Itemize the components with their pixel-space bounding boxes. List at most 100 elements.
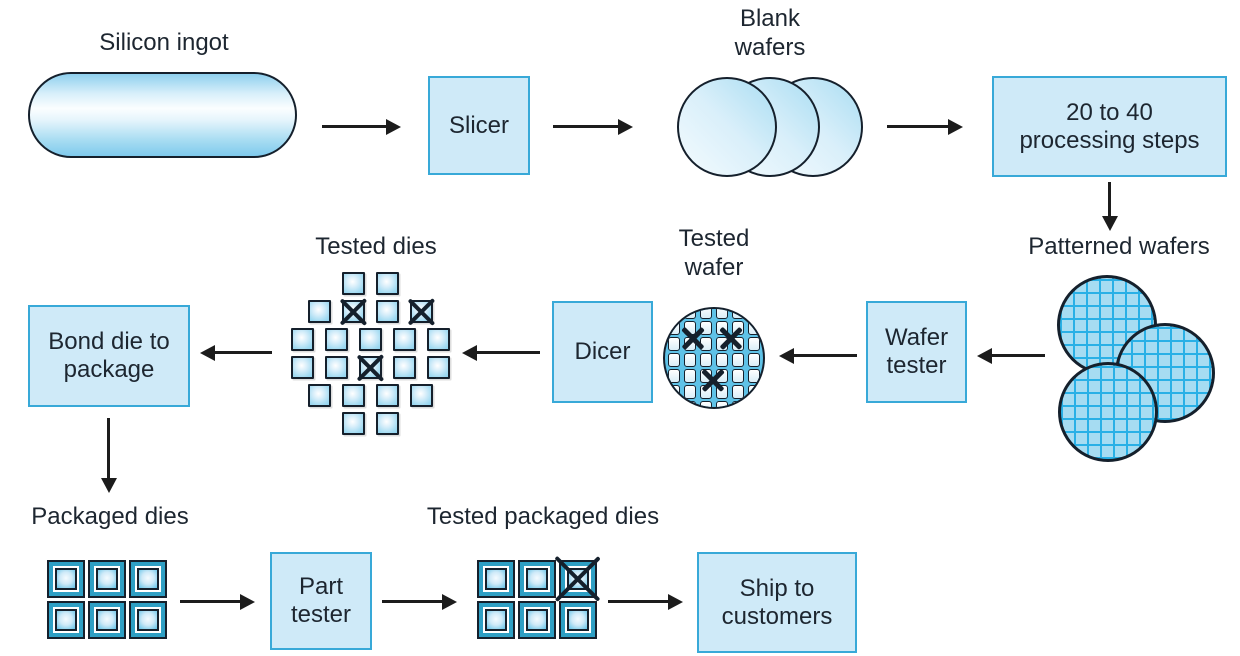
- processing-steps-label-line1: 20 to 40: [1066, 98, 1153, 126]
- wafer-die-column: [748, 309, 760, 407]
- silicon-ingot-label: Silicon ingot: [99, 29, 229, 56]
- wafer-die: [684, 353, 696, 367]
- tested-dies-label: Tested dies: [315, 233, 437, 260]
- ship-box: Ship to customers: [697, 552, 857, 653]
- arrow-dicer-to-dies: [477, 351, 540, 354]
- packaged-dies-label: Packaged dies: [31, 503, 189, 530]
- wafer-die: [700, 401, 712, 407]
- packaged-die: [88, 560, 126, 598]
- wafer-die: [748, 401, 760, 407]
- wafer-die: [700, 353, 712, 367]
- wafer-die: [716, 401, 728, 407]
- defect-x-mark: [340, 298, 367, 325]
- packaged-dies-grid: [47, 560, 167, 639]
- packaged-die: [129, 560, 167, 598]
- defect-x-mark: [554, 555, 602, 603]
- blank-wafers-label: Blank wafers: [735, 4, 806, 62]
- part-tester-label-line2: tester: [290, 601, 352, 628]
- bond-die-label-line2: package: [63, 356, 155, 383]
- defective-packaged-die: [559, 560, 597, 598]
- wafer-die: [684, 385, 696, 399]
- patterned-wafer: [1058, 362, 1158, 462]
- wafer-die: [668, 321, 680, 335]
- defective-die: [410, 300, 433, 323]
- wafer-die: [732, 309, 744, 319]
- arrow-dies-to-bond: [215, 351, 272, 354]
- wafer-die: [668, 385, 680, 399]
- good-die: [376, 300, 399, 323]
- arrow-tested-packaged-to-ship: [608, 600, 668, 603]
- wafer-tester-label-line1: Wafer: [884, 324, 949, 351]
- packaged-die-core: [526, 568, 548, 590]
- dicer-box: Dicer: [552, 301, 653, 403]
- packaged-die: [518, 560, 556, 598]
- packaged-die: [129, 601, 167, 639]
- arrow-slicer-to-wafers: [553, 125, 618, 128]
- wafer-die: [732, 401, 744, 407]
- die-row: [308, 300, 450, 323]
- arrow-part-tester-to-tested-packaged: [382, 600, 442, 603]
- wafer-die: [668, 369, 680, 383]
- dicer-label: Dicer: [574, 338, 631, 365]
- arrow-ingot-to-slicer: [322, 125, 386, 128]
- wafer-tester-label-line2: tester: [886, 352, 947, 379]
- ship-label-line2: customers: [721, 602, 833, 630]
- arrow-wafers-to-processing: [887, 125, 948, 128]
- wafer-die-column: [684, 309, 696, 407]
- good-die: [427, 328, 450, 351]
- packaged-die: [518, 601, 556, 639]
- die-row: [308, 384, 450, 407]
- wafer-die: [732, 385, 744, 399]
- wafer-die-column: [732, 309, 744, 407]
- wafer-die: [748, 337, 760, 351]
- good-die: [291, 328, 314, 351]
- slicer-label: Slicer: [448, 111, 509, 139]
- packaged-die-core: [137, 609, 159, 631]
- wafer-die: [748, 385, 760, 399]
- wafer-die: [684, 401, 696, 407]
- wafer-die: [716, 309, 728, 319]
- processing-steps-label-line2: processing steps: [1019, 126, 1200, 154]
- processing-steps-box: 20 to 40 processing steps: [992, 76, 1227, 177]
- tested-wafer-label-line2: wafer: [684, 254, 744, 281]
- defective-die: [359, 356, 382, 379]
- die-row: [342, 412, 450, 435]
- wafer-die: [748, 369, 760, 383]
- blank-wafers-label-line2: wafers: [734, 34, 806, 61]
- good-die: [359, 328, 382, 351]
- tested-wafer-label: Tested wafer: [679, 224, 750, 282]
- good-die: [393, 356, 416, 379]
- packaged-die-core: [526, 609, 548, 631]
- good-die: [291, 356, 314, 379]
- wafer-die: [732, 369, 744, 383]
- wafer-die: [668, 353, 680, 367]
- tested-wafer-label-line1: Tested: [678, 225, 750, 252]
- packaged-die-core: [96, 609, 118, 631]
- wafer-die: [684, 369, 696, 383]
- defect-x-mark: [408, 298, 435, 325]
- arrow-processing-to-patterned: [1108, 182, 1111, 216]
- tested-packaged-dies-grid: [477, 560, 597, 639]
- wafer-die: [668, 401, 680, 407]
- packaged-die: [88, 601, 126, 639]
- good-die: [427, 356, 450, 379]
- arrow-packaged-to-part-tester: [180, 600, 240, 603]
- wafer-die: [700, 309, 712, 319]
- tested-packaged-dies-label: Tested packaged dies: [426, 503, 660, 530]
- arrow-bond-to-packaged: [107, 418, 110, 478]
- packaged-die-core: [55, 568, 77, 590]
- ship-label-line1: Ship to: [739, 574, 815, 602]
- good-die: [308, 300, 331, 323]
- good-die: [342, 412, 365, 435]
- defect-x-mark: [357, 354, 384, 381]
- packaged-die-core: [485, 568, 507, 590]
- part-tester-label-line1: Part: [298, 573, 343, 600]
- bond-die-label-line1: Bond die to: [48, 328, 170, 355]
- defect-x-mark: [682, 327, 704, 349]
- good-die: [410, 384, 433, 407]
- good-die: [342, 272, 365, 295]
- packaged-die-core: [485, 609, 507, 631]
- blank-wafers-label-line1: Blank: [739, 5, 801, 32]
- wafer-die: [668, 337, 680, 351]
- good-die: [325, 356, 348, 379]
